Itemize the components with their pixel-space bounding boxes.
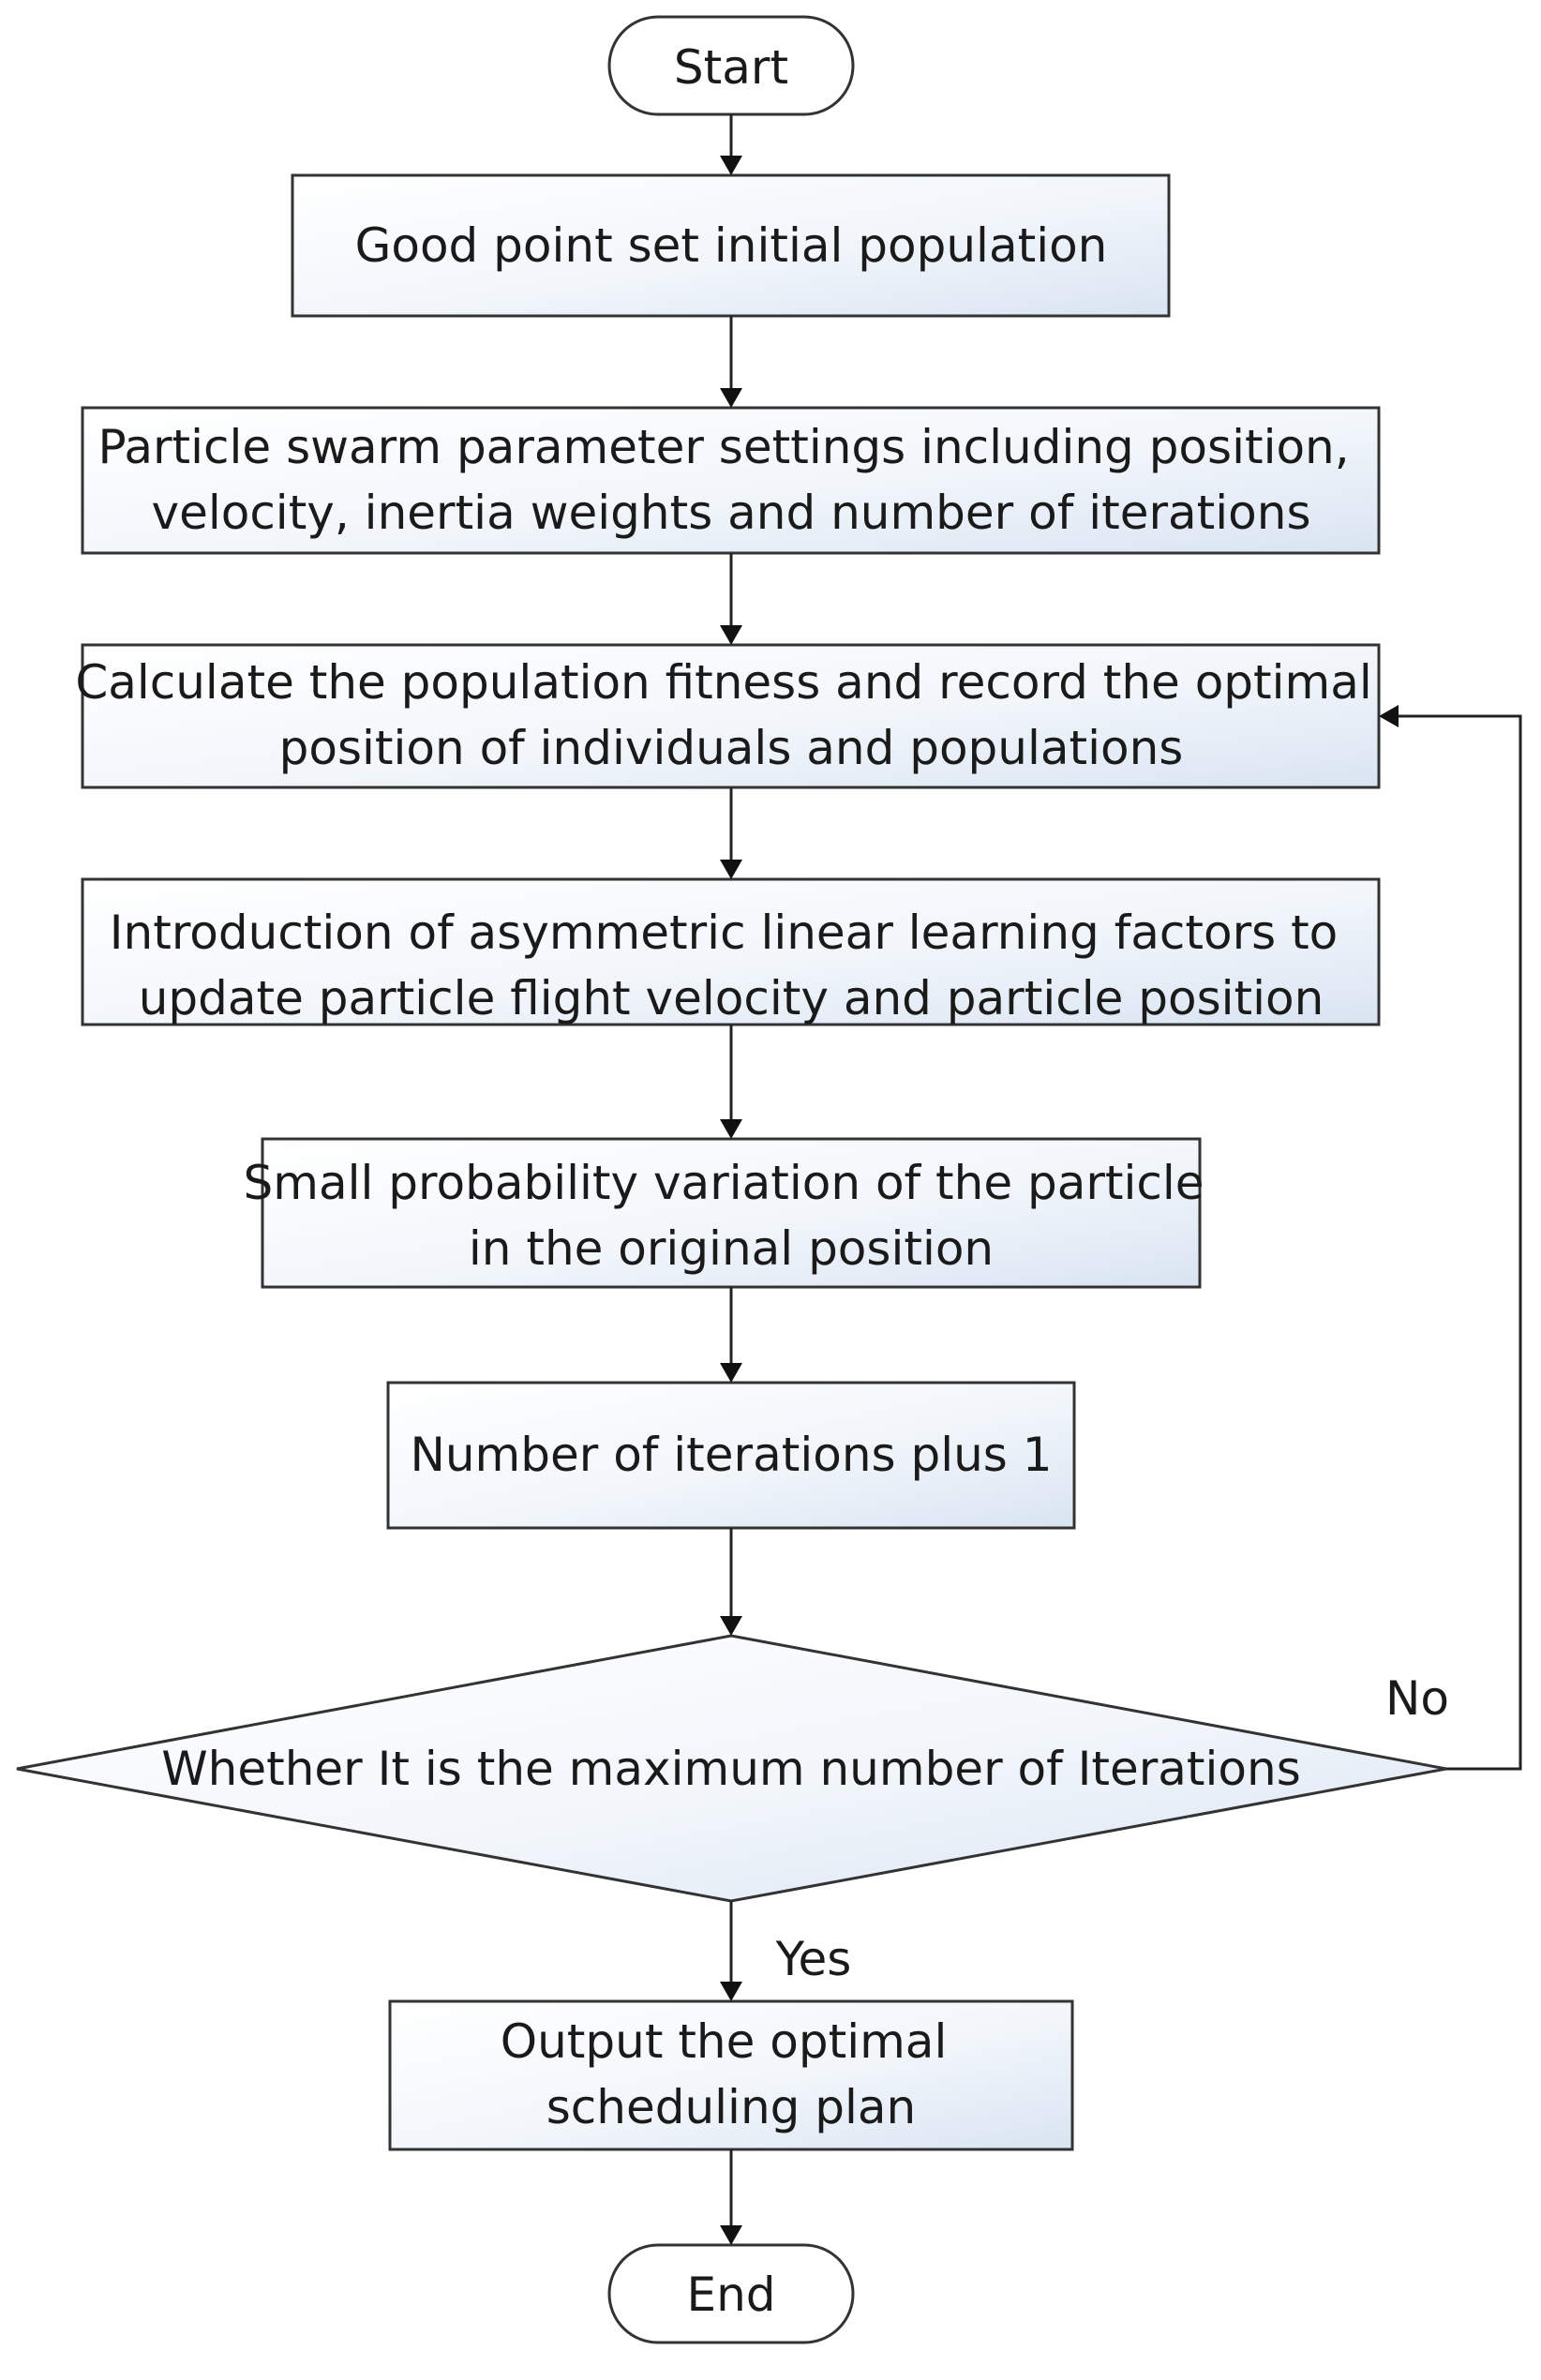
- step-iterations-plus-one-text: Number of iterations plus 1: [410, 1428, 1052, 1482]
- step-good-point-set-text: Good point set initial population: [355, 218, 1108, 273]
- step-calculate-fitness-text: Calculate the population fitness and rec…: [75, 655, 1386, 775]
- arrow-start-to-step1: [720, 114, 742, 175]
- step-parameter-settings-line-2: velocity, inertia weights and number of …: [151, 486, 1310, 540]
- arrow-step3-to-step4: [720, 787, 742, 879]
- decision-label: Whether It is the maximum number of Iter…: [161, 1742, 1301, 1796]
- step-iterations-plus-one: Number of iterations plus 1: [386, 1381, 1076, 1530]
- step-learning-factors-text: Introduction of asymmetric linear learni…: [110, 906, 1353, 1025]
- yes-branch-label: Yes: [775, 1932, 852, 1986]
- step-learning-factors-line-1: Introduction of asymmetric linear learni…: [110, 906, 1338, 960]
- step-calculate-fitness-line-1: Calculate the population fitness and rec…: [75, 655, 1371, 710]
- end-label: End: [686, 2268, 775, 2322]
- end-terminal: End: [607, 2243, 855, 2344]
- step-learning-factors-line-2: update particle flight velocity and part…: [139, 971, 1324, 1025]
- start-terminal: Start: [607, 15, 855, 116]
- arrow-step4-to-step5: [720, 1025, 742, 1139]
- step-learning-factors: Introduction of asymmetric linear learni…: [81, 877, 1381, 1026]
- step-calculate-fitness-line-2: position of individuals and populations: [279, 721, 1184, 775]
- arrow-decision-yes-to-output: [720, 1901, 742, 2001]
- step-parameter-settings-text: Particle swarm parameter settings includ…: [97, 420, 1364, 540]
- arrow-step2-to-step3: [720, 553, 742, 645]
- no-branch-label: No: [1385, 1671, 1449, 1726]
- step-parameter-settings-line-1: Particle swarm parameter settings includ…: [97, 420, 1349, 474]
- step-parameter-settings: Particle swarm parameter settings includ…: [81, 406, 1381, 555]
- arrow-step6-to-decision: [720, 1528, 742, 1636]
- step-probability-variation-text: Small probability variation of the parti…: [244, 1156, 1219, 1276]
- step-output-plan: Output the optimal scheduling plan: [388, 1999, 1074, 2151]
- step-probability-variation-line-2: in the original position: [469, 1221, 994, 1276]
- step-good-point-set: Good point set initial population: [291, 173, 1171, 318]
- arrow-step1-to-step2: [720, 316, 742, 408]
- step-good-point-set-line-1: Good point set initial population: [355, 218, 1108, 273]
- step-calculate-fitness: Calculate the population fitness and rec…: [75, 643, 1386, 789]
- step-probability-variation-line-1: Small probability variation of the parti…: [244, 1156, 1204, 1210]
- step-iterations-plus-one-line-1: Number of iterations plus 1: [410, 1428, 1052, 1482]
- arrow-step5-to-step6: [720, 1287, 742, 1383]
- arrow-decision-no-loop: [1379, 705, 1522, 1771]
- start-label: Start: [674, 40, 788, 95]
- step-probability-variation: Small probability variation of the parti…: [244, 1137, 1219, 1289]
- arrow-output-to-end: [720, 2149, 742, 2245]
- decision-max-iterations: Whether It is the maximum number of Iter…: [16, 1634, 1447, 1903]
- step-output-plan-line-2: scheduling plan: [546, 2080, 916, 2134]
- step-output-plan-line-1: Output the optimal: [501, 2014, 948, 2069]
- step-output-plan-text: Output the optimal scheduling plan: [501, 2014, 963, 2134]
